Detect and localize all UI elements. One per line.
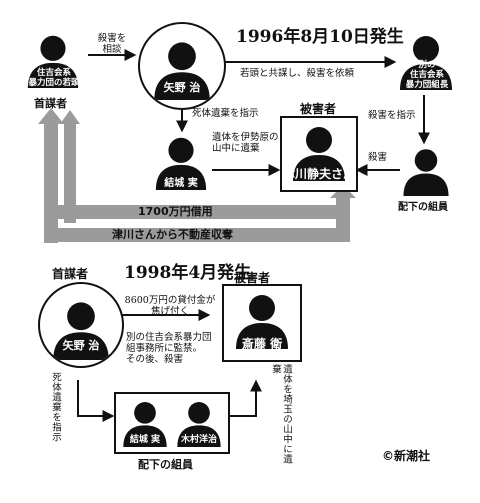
conspiracy-text: 若頭と共謀し、殺害を依頼 — [240, 68, 355, 79]
property-arrow-stem — [64, 118, 76, 223]
case2-order-disposal-text: 死体遺棄を指示 — [50, 372, 61, 442]
case2-yano-name: 矢野 治 — [62, 339, 100, 352]
case2-subordinates-box: 結城 実 木村洋治 — [114, 392, 230, 454]
debt-text: 8600万円の貸付金が 焦げ付く — [124, 295, 216, 317]
case2-order-disposal-arrow — [77, 380, 115, 422]
yano-name: 矢野 治 — [163, 81, 201, 94]
case1-mastermind-label: 首謀者 — [34, 97, 67, 110]
case2-kimura-name: 木村洋治 — [180, 435, 217, 445]
order-disposal-text: 死体遺棄を指示 — [192, 108, 259, 119]
case1-victim-label: 被害者 — [300, 102, 337, 116]
case2-disposal-text: 遺体を埼玉の山中に遺棄 — [270, 364, 292, 464]
case2-yano-person-icon — [49, 288, 113, 368]
order-kill-text: 殺害を指示 — [368, 110, 416, 121]
case2-subordinates-label: 配下の組員 — [138, 458, 193, 471]
case2-victim-name: 斎藤 衛 — [241, 337, 283, 351]
gray-arrowhead-up-left — [38, 108, 64, 124]
gray-arrow-right-stem — [336, 195, 350, 242]
case2-mastermind-label: 首謀者 — [52, 267, 89, 281]
subordinate-person-icon — [400, 144, 452, 196]
confine-text: 別の住吉会系暴力団 組事務所に監禁。 その後、殺害 — [126, 332, 212, 365]
case2-victim-label: 被害者 — [234, 271, 271, 285]
case2-arrows — [77, 309, 262, 422]
disposal-text: 遺体を伊勢原の 山中に遺棄 — [212, 132, 279, 154]
consult-text: 殺害を相談 — [97, 33, 127, 55]
case2-yano-circle: 矢野 治 — [38, 282, 124, 368]
credit: ©新潮社 — [382, 449, 431, 463]
case2-yuki-name: 結城 実 — [129, 435, 161, 445]
victim-name: 津川静夫さん — [282, 167, 355, 181]
mastermind-group-label: 住吉会系 暴力団の若頭 — [28, 68, 80, 88]
case2-victim-box: 斎藤 衛 — [222, 284, 302, 362]
subordinate-label: 配下の組員 — [398, 202, 448, 213]
yuki-name: 結城 実 — [164, 178, 198, 189]
property-text: 津川さんから不動産収奪 — [112, 228, 233, 241]
property-arrow-bar — [44, 228, 350, 242]
gray-arrowhead-up-left2 — [60, 110, 80, 124]
murder-text: 殺害 — [368, 152, 388, 163]
victim-box: 津川静夫さん — [280, 116, 358, 192]
yano-person-icon — [150, 28, 214, 108]
case1-arrows — [38, 49, 430, 198]
boss-group-label: 別の 住吉会系 暴力団組長 — [405, 60, 449, 90]
loan-text: 1700万円借用 — [138, 205, 213, 218]
case2-disposal-arrow — [228, 379, 262, 417]
yano-circle: 矢野 治 — [138, 22, 226, 110]
loan-arrow-bar — [44, 205, 336, 219]
case1-title: 1996年8月10日発生 — [236, 27, 404, 47]
case2-title: 1998年4月発生 — [124, 263, 252, 283]
